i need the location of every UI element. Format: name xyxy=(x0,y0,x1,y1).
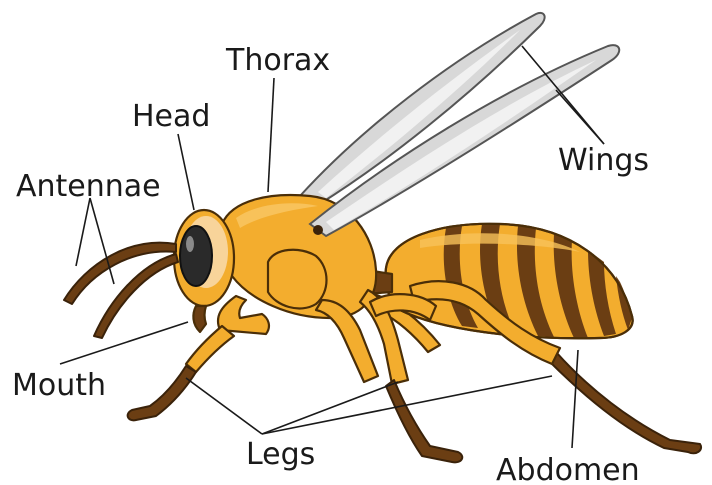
antennae-label: Antennae xyxy=(16,169,161,204)
mandible xyxy=(193,306,206,332)
head-label: Head xyxy=(132,99,210,134)
thorax-label: Thorax xyxy=(225,43,330,78)
abdomen-label: Abdomen xyxy=(496,453,640,485)
antennae xyxy=(64,243,178,338)
legs-label: Legs xyxy=(246,437,315,472)
wings-label: Wings xyxy=(558,143,649,178)
mouth-label: Mouth xyxy=(12,368,106,403)
near-legs xyxy=(128,281,560,462)
